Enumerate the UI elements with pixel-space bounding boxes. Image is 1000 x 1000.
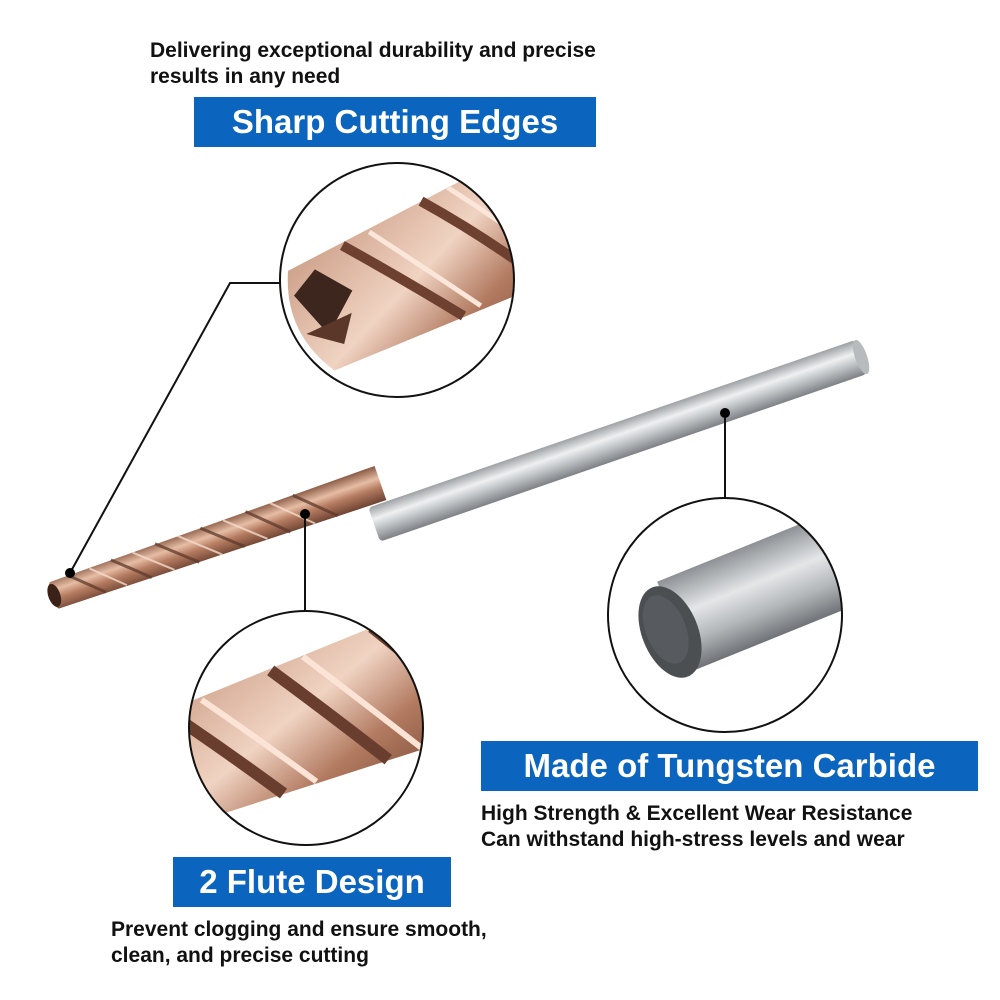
- sharp-edges-caption-line-1: Delivering exceptional durability and pr…: [150, 39, 596, 62]
- dot-flute: [300, 509, 310, 519]
- drill-shank: [369, 339, 870, 541]
- callout-dots: [65, 408, 730, 578]
- drill-fluted-body: [47, 466, 387, 609]
- flute-caption-line-2: clean, and precise cutting: [111, 944, 369, 967]
- sharp-edges-title-banner: Sharp Cutting Edges: [194, 97, 596, 147]
- flute-caption: Prevent clogging and ensure smooth, clea…: [111, 917, 487, 969]
- carbide-caption: High Strength & Excellent Wear Resistanc…: [481, 801, 912, 853]
- dot-carbide: [720, 408, 730, 418]
- zoom-carbide-circle: [607, 497, 843, 733]
- drill-bit: [47, 339, 870, 609]
- flute-caption-line-1: Prevent clogging and ensure smooth,: [111, 918, 487, 941]
- leader-sharp-edges: [69, 282, 283, 574]
- sharp-edges-caption-line-2: results in any need: [150, 65, 341, 88]
- carbide-caption-line-2: Can withstand high-stress levels and wea…: [481, 828, 905, 851]
- zoom-flute-circle: [188, 610, 424, 846]
- callout-leaders: [69, 282, 726, 612]
- carbide-caption-line-1: High Strength & Excellent Wear Resistanc…: [481, 802, 913, 825]
- carbide-title-banner: Made of Tungsten Carbide: [481, 741, 978, 791]
- flute-title-banner: 2 Flute Design: [173, 857, 451, 907]
- zoom-tip-circle: [279, 162, 515, 398]
- dot-sharp-edges: [65, 568, 75, 578]
- sharp-edges-caption: Delivering exceptional durability and pr…: [150, 38, 596, 90]
